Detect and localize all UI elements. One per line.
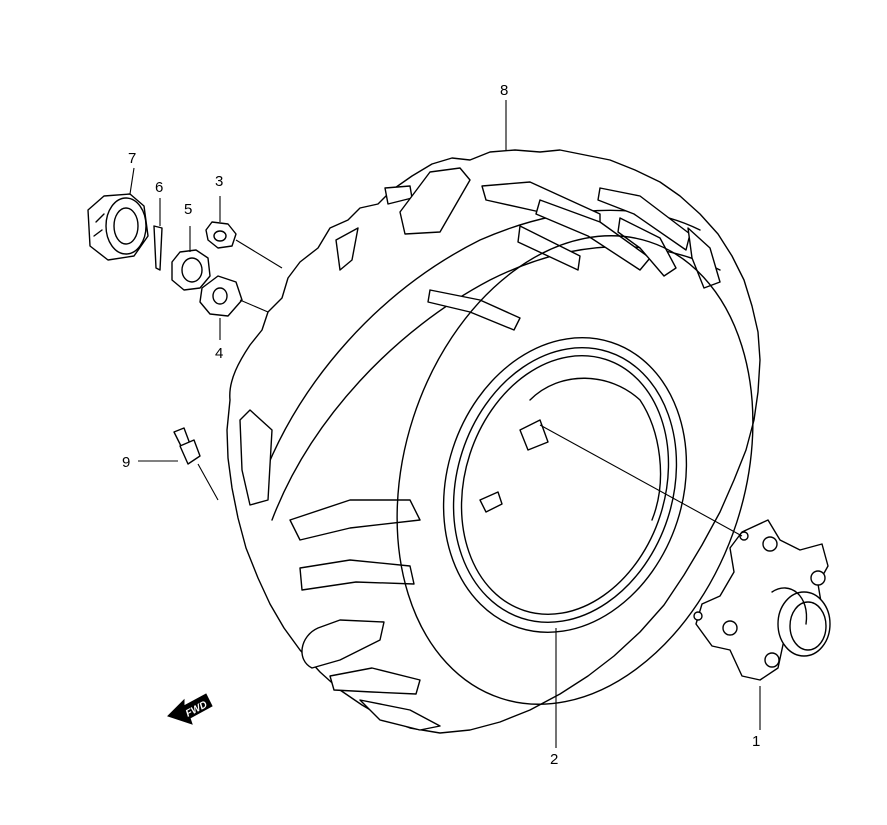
callout-labels: 1 2 3 4 5 6 7 8 9 — [122, 82, 760, 768]
fwd-label: FWD — [184, 699, 209, 719]
callout-9: 9 — [122, 454, 130, 471]
hub-cap — [87, 193, 149, 261]
callout-7: 7 — [128, 150, 136, 167]
lock-washer — [199, 275, 243, 317]
cotter-pin — [153, 225, 163, 271]
callout-2: 2 — [550, 751, 558, 768]
callout-4: 4 — [215, 345, 223, 362]
castle-nut — [171, 249, 211, 291]
wheel-nut — [205, 221, 237, 249]
valve-stem — [173, 427, 201, 465]
sidewall-ring — [396, 235, 754, 705]
callout-3: 3 — [215, 173, 223, 190]
rim-outer — [442, 337, 688, 633]
tire-assembly — [226, 149, 761, 734]
callout-5: 5 — [184, 201, 192, 218]
leader-lines — [129, 100, 761, 748]
callout-6: 6 — [155, 179, 163, 196]
callout-1: 1 — [752, 733, 760, 750]
tread-blocks — [239, 167, 721, 731]
wheel-hub — [693, 519, 831, 681]
fwd-arrow-icon: FWD — [167, 693, 213, 725]
callout-8: 8 — [500, 82, 508, 99]
